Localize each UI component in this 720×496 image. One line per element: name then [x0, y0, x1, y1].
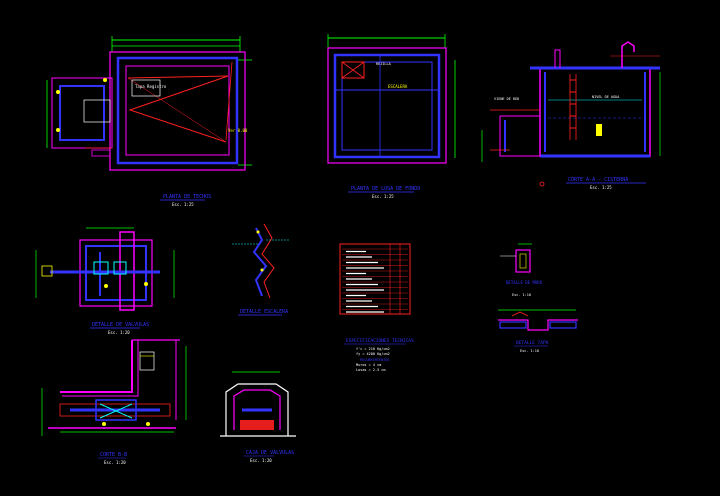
notes-block: ESPECIFICACIONES TECNICAS f'c = 210 Kg/c…: [344, 338, 414, 372]
notes-line-2: fy = 4200 Kg/cm2: [356, 352, 390, 356]
detail-wall-scale: Esc. 1:10: [512, 293, 531, 297]
detail-cover-title: DETALLE TAPA: [516, 340, 549, 346]
plan-interior-title: PLANTA DE LOSA DE FONDO: [351, 186, 420, 192]
detail-box-title: CAJA DE VALVULAS: [246, 450, 294, 456]
plan-interior-mid-label: REJILLA: [376, 62, 392, 66]
detail-valves-scale: Esc. 1:20: [108, 330, 130, 335]
notes-line-4: Muros = 4 cm: [356, 363, 381, 367]
rebar-table-rows: [342, 248, 408, 313]
plan-top-scale: Esc. 1:25: [172, 202, 194, 207]
plan-interior-top-label: ESCALERA: [388, 84, 408, 89]
detail-pump-title: CORTE B-B: [100, 452, 127, 458]
notes-line-3: RECUBRIMIENTOS: [360, 358, 390, 362]
notes-line-1: f'c = 210 Kg/cm2: [356, 347, 390, 351]
ladder-icon: [569, 74, 577, 140]
rebar-table: [339, 243, 411, 315]
notes-title: ESPECIFICACIONES TECNICAS: [346, 338, 414, 344]
section-main-scale: Esc. 1:25: [590, 185, 612, 190]
notes-line-5: Losas = 2.5 cm: [356, 368, 386, 372]
detail-pump-scale: Esc. 1:20: [104, 460, 126, 465]
detail-ladder-title: DETALLE ESCALERA: [240, 309, 288, 315]
detail-valves-drawing: DETALLE DE VALVULAS Esc. 1:20: [35, 227, 175, 335]
section-main-drawing: VIENE DE RED NIVEL DE AGUA CORTE A-A - C…: [481, 41, 661, 190]
plan-interior-drawing: ESCALERA REJILLA PLANTA DE LOSA DE FONDO…: [327, 34, 456, 199]
detail-box-drawing: CAJA DE VALVULAS Esc. 1:20: [220, 371, 296, 463]
detail-ladder-drawing: DETALLE ESCALERA: [232, 223, 290, 316]
detail-pump-drawing: CORTE B-B Esc. 1:20: [41, 339, 187, 465]
plan-top-elev-label: Ver 0.00: [228, 128, 248, 133]
detail-wall-title: DETALLE DE MURO: [506, 280, 543, 285]
section-main-title: CORTE A-A - CISTERNA: [568, 177, 628, 183]
section-left-label: VIENE DE RED: [494, 97, 519, 101]
detail-cover-drawing: DETALLE TAPA Esc. 1:10: [498, 309, 578, 353]
detail-cover-scale: Esc. 1:10: [520, 349, 539, 353]
plan-top-title: PLANTA DE TECHOS: [163, 194, 211, 200]
detail-valves-title: DETALLE DE VALVULAS: [92, 322, 149, 328]
plan-top-pipe-label: Tapa Registro: [135, 84, 167, 89]
detail-wall-drawing: DETALLE DE MURO Esc. 1:10: [500, 243, 543, 297]
detail-box-scale: Esc. 1:20: [250, 458, 272, 463]
plan-interior-scale: Esc. 1:25: [372, 194, 394, 199]
plan-top-drawing: Tapa Registro Ver 0.00 PLANTA DE TECHOS …: [46, 36, 252, 207]
section-right-label: NIVEL DE AGUA: [592, 95, 620, 99]
